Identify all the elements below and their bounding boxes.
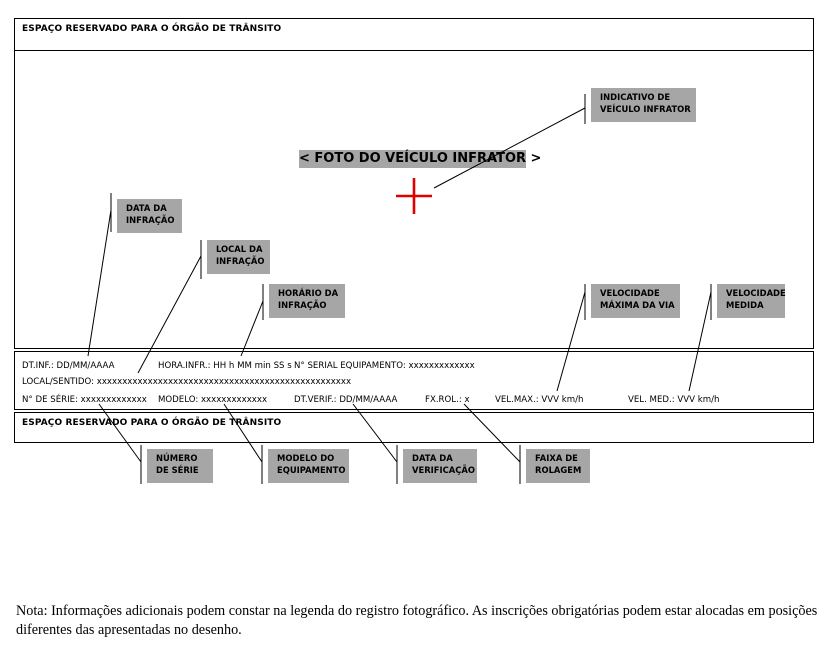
callout-infraction-time: HORÁRIO DA INFRAÇÃO (269, 284, 345, 318)
callout-series-number: NÚMERO DE SÉRIE (147, 449, 213, 483)
callout-lane: FAIXA DE ROLAGEM (526, 449, 590, 483)
callout-vehicle-indicator: INDICATIVO DE VEÍCULO INFRATOR (591, 88, 696, 122)
lane-field: FX.ROL.: x (425, 395, 470, 405)
top-reserved-title: ESPAÇO RESERVADO PARA O ÓRGÃO DE TRÂNSIT… (22, 24, 282, 34)
footnote: Nota: Informações adicionais podem const… (16, 603, 818, 638)
leader-velmed (688, 291, 712, 392)
photo-area (14, 50, 814, 349)
leader-indicativo (433, 107, 586, 189)
info-box (14, 351, 814, 410)
date-field: DT.INF.: DD/MM/AAAA (22, 361, 115, 371)
leader-local (137, 255, 202, 374)
location-field: LOCAL/SENTIDO: xxxxxxxxxxxxxxxxxxxxxxxxx… (22, 377, 352, 387)
leader-modelo (223, 403, 263, 463)
callout-infraction-location: LOCAL DA INFRAÇÃO (207, 240, 270, 274)
photo-placeholder-label: < FOTO DO VEÍCULO INFRATOR > (299, 150, 542, 168)
series-number-field: N° DE SÉRIE: xxxxxxxxxxxxx (22, 395, 147, 405)
leader-verif (352, 403, 398, 463)
verification-date-field: DT.VERIF.: DD/MM/AAAA (294, 395, 398, 405)
time-field: HORA.INFR.: HH h MM min SS s (158, 361, 292, 371)
callout-max-speed: VELOCIDADE MÁXIMA DA VIA (591, 284, 680, 318)
callout-infraction-date: DATA DA INFRAÇÃO (117, 199, 182, 233)
bottom-reserved-title: ESPAÇO RESERVADO PARA O ÓRGÃO DE TRÂNSIT… (22, 418, 282, 428)
leader-velmax (556, 291, 586, 392)
leader-horario (240, 300, 264, 357)
callout-verification-date: DATA DA VERIFICAÇÃO (403, 449, 477, 483)
leader-data (87, 209, 112, 357)
callout-equipment-model: MODELO DO EQUIPAMENTO (268, 449, 349, 483)
serial-field: N° SERIAL EQUIPAMENTO: xxxxxxxxxxxxx (294, 361, 475, 371)
measured-speed-field: VEL. MED.: VVV km/h (628, 395, 720, 405)
leader-serie (98, 403, 142, 463)
callout-measured-speed: VELOCIDADE MEDIDA (717, 284, 786, 318)
max-speed-field: VEL.MAX.: VVV km/h (495, 395, 584, 405)
bottom-reserved-box (14, 412, 814, 443)
model-field: MODELO: xxxxxxxxxxxxx (158, 395, 268, 405)
leader-faixa (463, 403, 521, 463)
